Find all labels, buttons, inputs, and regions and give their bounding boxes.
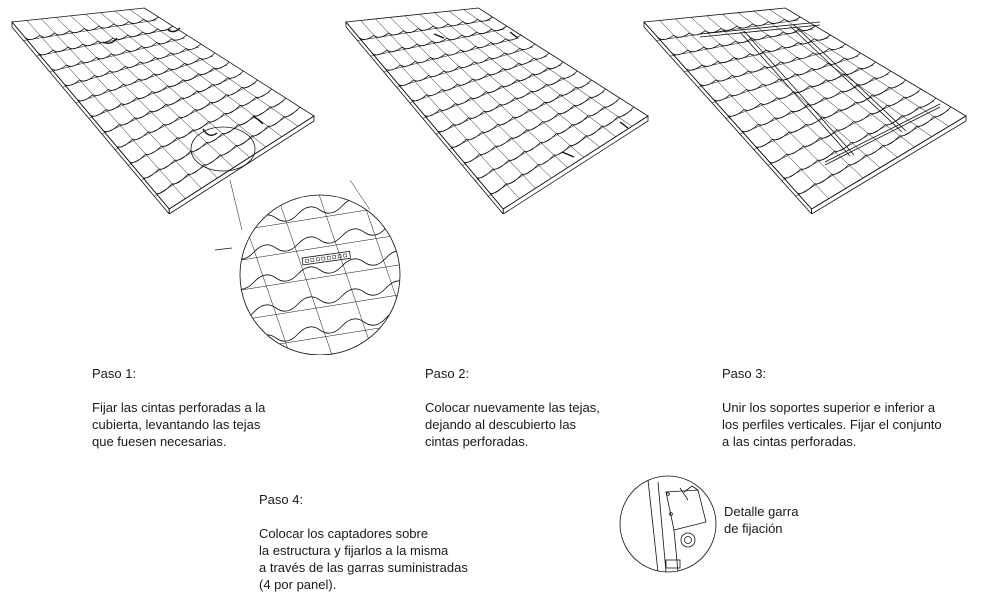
zoom-connector bbox=[229, 180, 243, 231]
perforated-strap bbox=[301, 250, 351, 266]
strap-mark bbox=[252, 115, 264, 125]
roof-1-strap-marks bbox=[102, 27, 264, 172]
tiled-roof-drawing bbox=[345, 7, 649, 214]
strap-mark bbox=[433, 33, 445, 39]
step-2-caption: Paso 2: Colocar nuevamente las tejas, de… bbox=[425, 348, 600, 467]
step-1-caption: Paso 1: Fijar las cintas perforadas a la… bbox=[92, 348, 265, 467]
step-1-text: Fijar las cintas perforadas a la cubiert… bbox=[92, 400, 266, 449]
roof-2-strap-marks bbox=[433, 31, 629, 158]
fixing-clamp-detail bbox=[618, 472, 718, 575]
step-2-text: Colocar nuevamente las tejas, dejando al… bbox=[425, 400, 600, 449]
strap-mark bbox=[202, 128, 218, 136]
step-4-caption: Paso 4: Colocar los captadores sobre la … bbox=[259, 474, 468, 610]
zoom-baseline bbox=[214, 247, 233, 251]
zoom-connector bbox=[349, 180, 371, 211]
strap-mark bbox=[619, 121, 629, 129]
step-3-caption: Paso 3: Unir los soportes superior e inf… bbox=[722, 348, 942, 467]
roof-step-2-illustration bbox=[342, 4, 652, 214]
strap-mark bbox=[167, 27, 181, 33]
zoom-circle-large bbox=[239, 194, 401, 355]
step-4-text: Colocar los captadores sobre la estructu… bbox=[259, 526, 468, 592]
roof-3-support-rails bbox=[699, 21, 941, 166]
strap-mark bbox=[561, 151, 575, 158]
roof-tiles bbox=[345, 7, 649, 214]
step-3-text: Unir los soportes superior e inferior a … bbox=[722, 400, 942, 449]
detail-circle bbox=[619, 475, 717, 573]
strap-mark bbox=[509, 31, 519, 39]
step-1-zoom-detail bbox=[210, 180, 410, 355]
step-4-title: Paso 4: bbox=[259, 492, 304, 507]
strap-mark bbox=[102, 37, 118, 45]
zoom-circle-small bbox=[190, 126, 256, 172]
clamp-detail-label: Detalle garra de fijación bbox=[724, 504, 799, 536]
step-3-title: Paso 3: bbox=[722, 366, 767, 381]
step-1-title: Paso 1: bbox=[92, 366, 137, 381]
vertical-profiles bbox=[739, 24, 907, 157]
step-2-title: Paso 2: bbox=[425, 366, 470, 381]
top-support-rail bbox=[699, 21, 821, 38]
bottom-support-rail bbox=[824, 103, 941, 166]
